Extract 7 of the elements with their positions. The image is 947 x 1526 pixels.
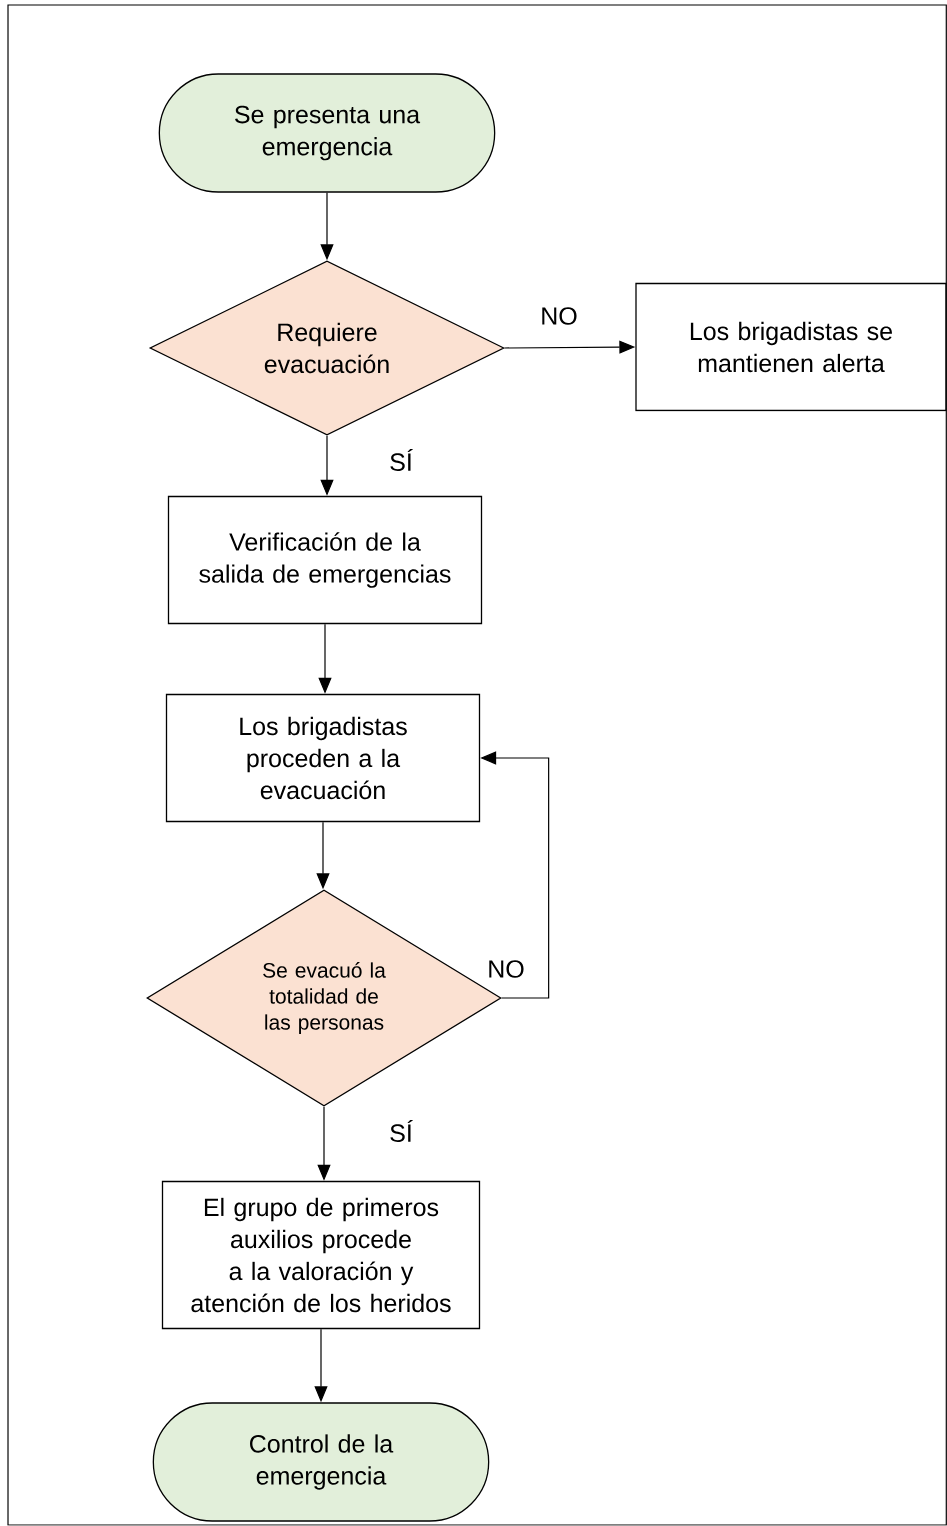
process-box: Verificación de la salida de emergencias (167, 495, 483, 625)
process-box: El grupo de primeros auxilios procede a la valoración y atención de los heridos (161, 1180, 481, 1330)
process-box: Los brigadistas se mantienen alerta (635, 282, 947, 412)
edge-label: SÍ (388, 1119, 414, 1143)
edge-label: NO (539, 306, 579, 326)
edge-label: SÍ (388, 448, 414, 472)
process-box: Los brigadistas proceden a la evacuación (165, 693, 481, 823)
